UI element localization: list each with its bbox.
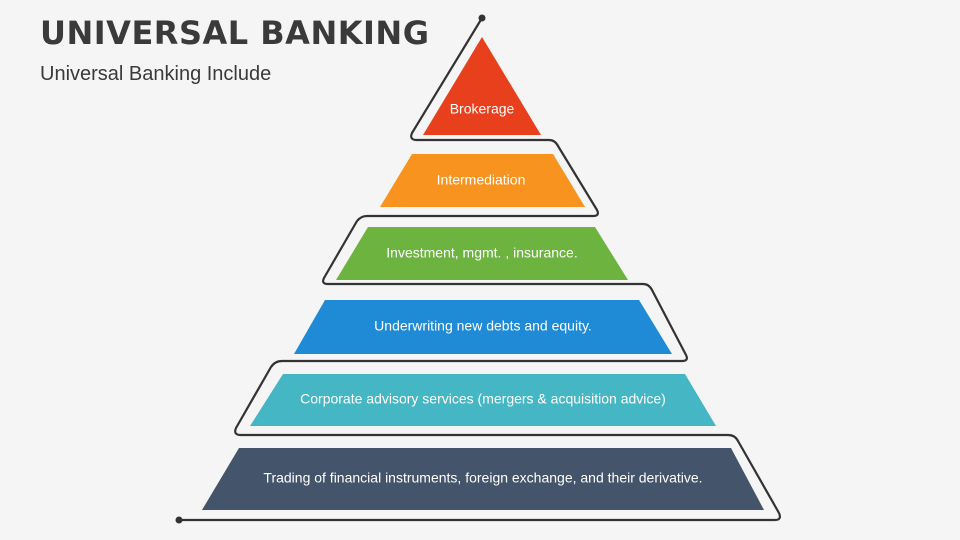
tier-6-shape — [202, 448, 764, 510]
tier-4-shape — [294, 300, 672, 354]
tier-1-label: Brokerage — [450, 101, 515, 117]
outline-start-dot — [478, 14, 486, 22]
tier-2-label: Intermediation — [437, 172, 526, 188]
tier-4-label: Underwriting new debts and equity. — [374, 318, 592, 334]
slide-title: UNIVERSAL BANKING — [40, 14, 430, 52]
pyramid-outline-path — [177, 16, 781, 522]
tier-2-shape — [380, 154, 585, 207]
tier-5-shape — [250, 374, 716, 426]
tier-5-label: Corporate advisory services (mergers & a… — [300, 391, 666, 407]
tier-3-label: Investment, mgmt. , insurance. — [386, 245, 577, 261]
slide-subtitle: Universal Banking Include — [40, 63, 272, 85]
tier-3-shape — [336, 227, 628, 280]
outline-end-dot — [175, 516, 183, 524]
tier-1-shape — [423, 37, 541, 135]
tier-6-label: Trading of financial instruments, foreig… — [263, 470, 702, 486]
